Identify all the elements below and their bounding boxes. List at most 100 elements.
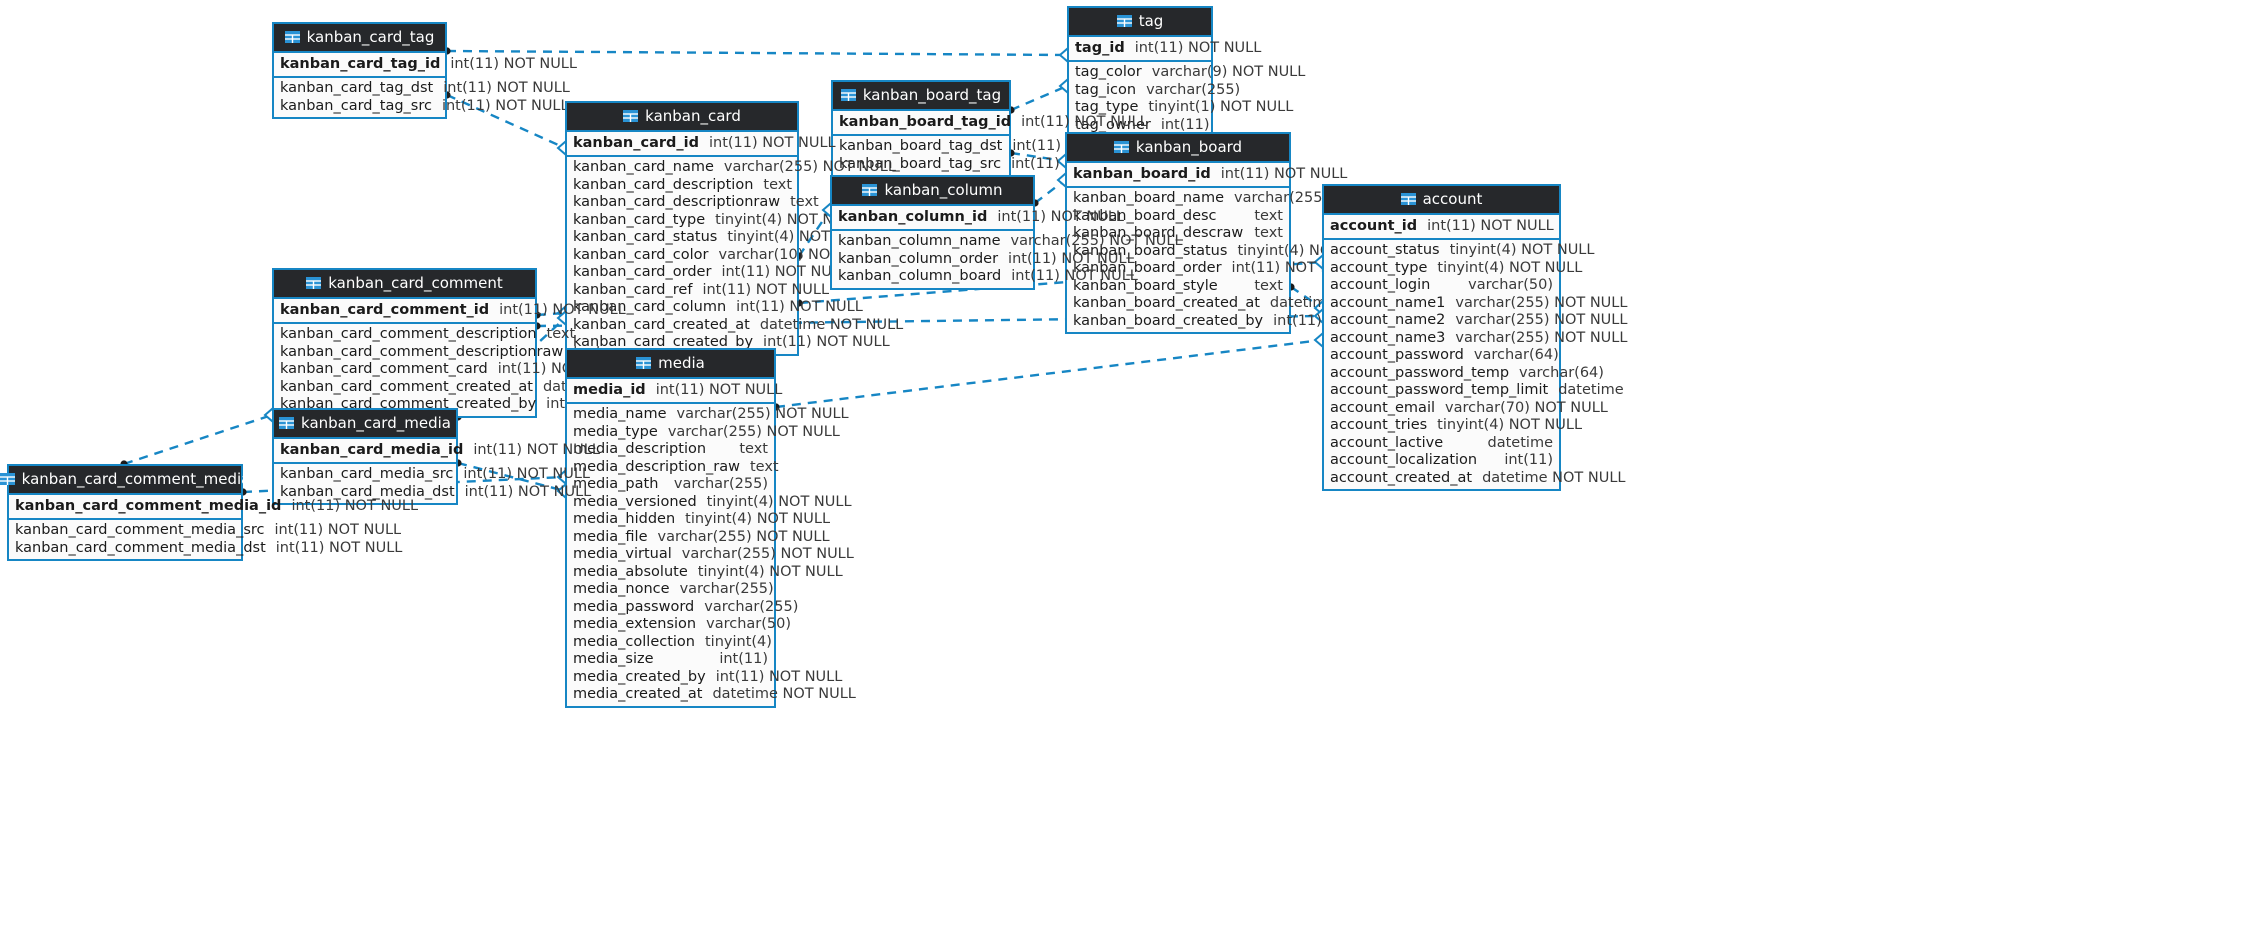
table-header-kanban_column[interactable]: kanban_column	[832, 177, 1033, 206]
table-header-kanban_card_tag[interactable]: kanban_card_tag	[274, 24, 445, 53]
table-header-media[interactable]: media	[567, 350, 774, 379]
field-name: account_password	[1330, 347, 1464, 363]
table-header-account[interactable]: account	[1324, 186, 1559, 215]
table-icon	[623, 110, 639, 122]
field-type: int(11) NOT NULL	[499, 302, 626, 318]
table-header-kanban_card_media[interactable]: kanban_card_media	[274, 410, 456, 439]
edge-comment-media-to-comment	[123, 413, 273, 466]
table-header-tag[interactable]: tag	[1069, 8, 1211, 37]
table-header-kanban_card_comment[interactable]: kanban_card_comment	[274, 270, 535, 299]
table-header-kanban_card_comment_media[interactable]: kanban_card_comment_media	[0, 466, 250, 495]
table-header-kanban_board[interactable]: kanban_board	[1067, 134, 1289, 163]
field-type: int(11) NOT NULL	[702, 281, 830, 298]
table-header-kanban_board_tag[interactable]: kanban_board_tag	[833, 82, 1009, 111]
field-name: kanban_card_name	[573, 159, 714, 175]
table-header-kanban_card[interactable]: kanban_card	[567, 103, 797, 132]
